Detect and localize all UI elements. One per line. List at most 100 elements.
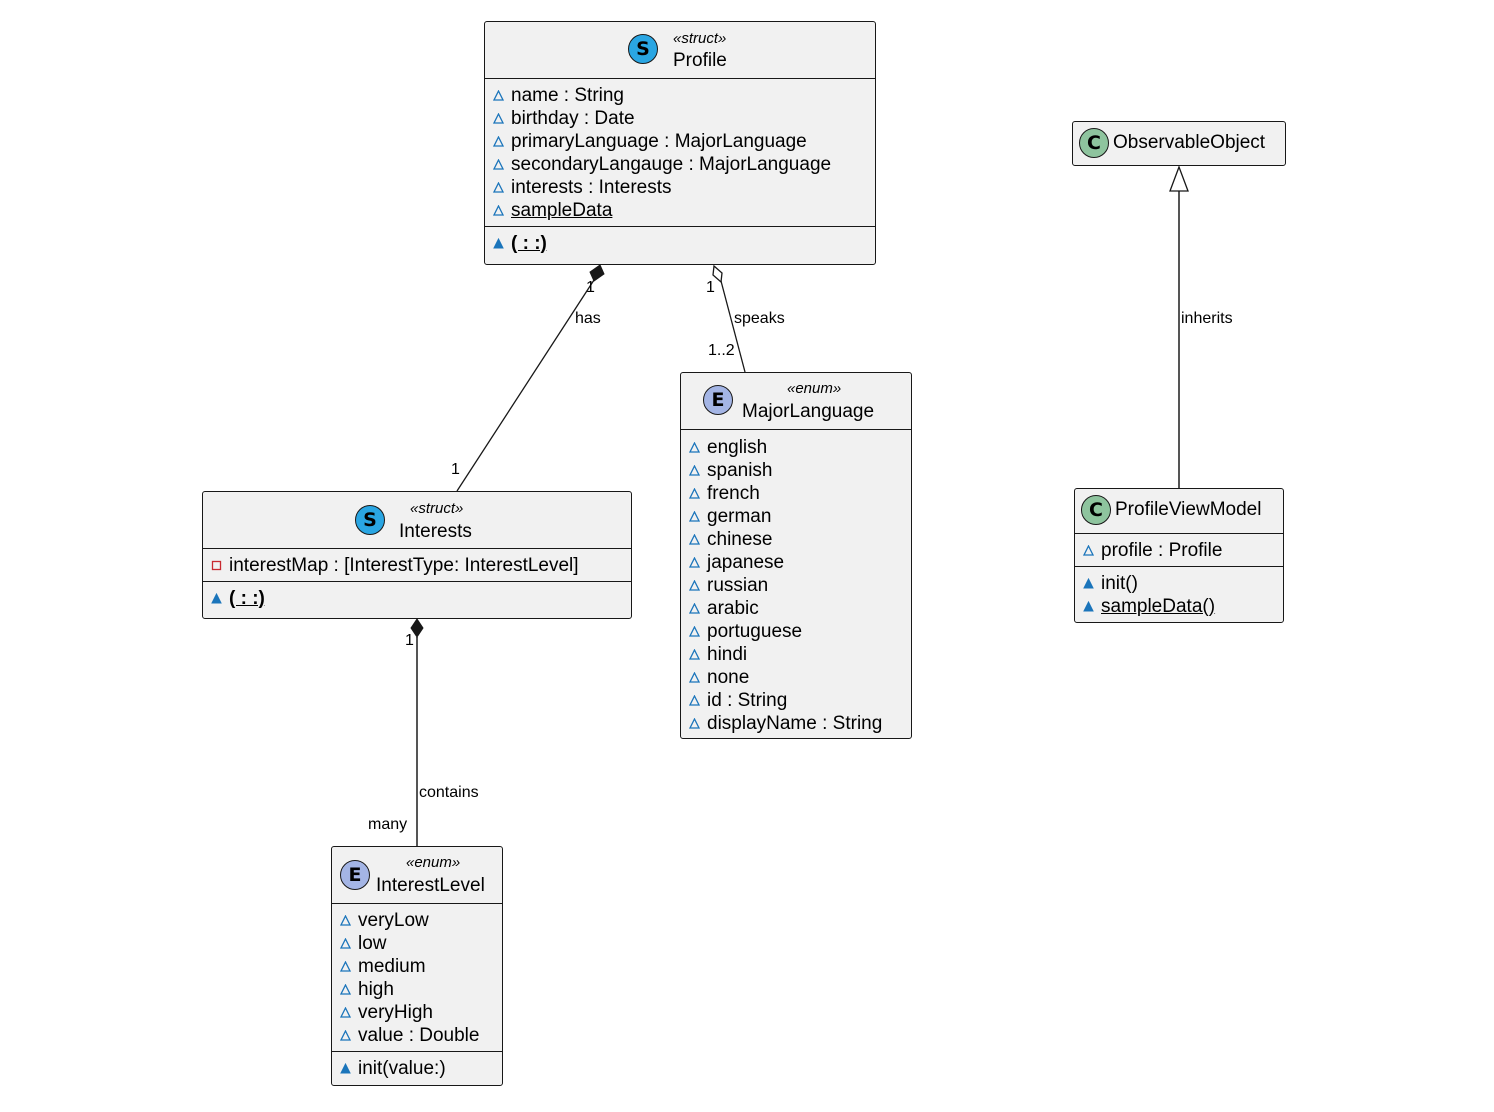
contains-from-multiplicity: 1 <box>405 632 414 649</box>
field-row: sampleData <box>493 199 875 222</box>
interest-level-header: E «enum» InterestLevel <box>332 847 502 904</box>
field-text: profile : Profile <box>1101 539 1223 561</box>
enum-value-text: spanish <box>707 459 773 481</box>
interest-level-stereotype: «enum» <box>406 854 461 871</box>
enum-value-text: german <box>707 505 772 527</box>
enum-value-row: veryLow <box>340 909 502 932</box>
method-text: init() <box>1101 572 1138 594</box>
enum-badge-icon: E <box>703 385 733 415</box>
package-visibility-icon <box>689 718 700 729</box>
inherits-arrowhead <box>1169 165 1189 192</box>
class-badge-icon: C <box>1079 128 1109 158</box>
major-language-stereotype: «enum» <box>787 380 842 397</box>
enum-value-text: arabic <box>707 597 759 619</box>
enum-value-text: portuguese <box>707 620 803 642</box>
interests-header: S «struct» Interests <box>203 492 631 549</box>
field-text: name : String <box>511 84 624 106</box>
method-row: sampleData() <box>1083 595 1283 618</box>
interests-stereotype: «struct» <box>410 500 464 517</box>
profile-stereotype: «struct» <box>673 30 727 47</box>
enum-value-row: none <box>689 666 911 689</box>
package-visibility-icon <box>689 511 700 522</box>
package-visibility-icon <box>493 90 504 101</box>
package-visibility-icon <box>689 465 700 476</box>
class-badge-icon: C <box>1081 495 1111 525</box>
interests-struct-box: S «struct» Interests interestMap : [Inte… <box>202 491 632 619</box>
package-visibility-icon <box>689 534 700 545</box>
profile-fields: name : String birthday : Date primaryLan… <box>485 79 875 226</box>
speaks-from-multiplicity: 1 <box>706 279 715 296</box>
speaks-edge-line <box>720 280 746 373</box>
profile-struct-box: S «struct» Profile name : String birthda… <box>484 21 876 265</box>
contains-label: contains <box>419 784 479 801</box>
package-visibility-icon <box>493 159 504 170</box>
enum-value-row: german <box>689 505 911 528</box>
enum-badge-icon: E <box>340 860 370 890</box>
field-row: interests : Interests <box>493 176 875 199</box>
struct-badge-icon: S <box>628 34 658 64</box>
package-visibility-icon <box>689 488 700 499</box>
field-row: birthday : Date <box>493 107 875 130</box>
inherits-label: inherits <box>1181 310 1233 327</box>
enum-value-row: russian <box>689 574 911 597</box>
package-visibility-icon <box>493 136 504 147</box>
interest-level-name: InterestLevel <box>376 875 485 896</box>
field-row: secondaryLangauge : MajorLanguage <box>493 153 875 176</box>
enum-value-row: portuguese <box>689 620 911 643</box>
static-field-text: sampleData <box>511 199 613 221</box>
field-row: name : String <box>493 84 875 107</box>
major-language-enum-box: E «enum» MajorLanguage english spanish f… <box>680 372 912 739</box>
enum-value-row: chinese <box>689 528 911 551</box>
profile-view-model-fields: profile : Profile <box>1075 534 1283 566</box>
has-edge-line <box>456 279 595 492</box>
package-visibility-icon <box>340 984 351 995</box>
package-method-icon <box>211 593 222 604</box>
package-visibility-icon <box>689 626 700 637</box>
method-text: ( : :) <box>229 587 265 609</box>
enum-value-row: id : String <box>689 689 911 712</box>
field-text: birthday : Date <box>511 107 635 129</box>
package-visibility-icon <box>340 961 351 972</box>
package-visibility-icon <box>689 442 700 453</box>
speaks-label: speaks <box>734 310 785 327</box>
profile-view-model-header: C ProfileViewModel <box>1075 489 1283 534</box>
enum-value-text: low <box>358 932 387 954</box>
package-method-icon <box>1083 601 1094 612</box>
enum-value-row: hindi <box>689 643 911 666</box>
enum-value-row: value : Double <box>340 1024 502 1047</box>
package-visibility-icon <box>340 1030 351 1041</box>
package-visibility-icon <box>689 695 700 706</box>
enum-value-row: medium <box>340 955 502 978</box>
has-composition-diamond <box>589 264 605 282</box>
enum-value-row: low <box>340 932 502 955</box>
enum-value-text: japanese <box>707 551 785 573</box>
package-method-icon <box>493 238 504 249</box>
has-from-multiplicity: 1 <box>586 279 595 296</box>
field-text: interestMap : [InterestType: InterestLev… <box>229 554 579 576</box>
package-visibility-icon <box>689 557 700 568</box>
enum-value-text: chinese <box>707 528 773 550</box>
method-row: init(value:) <box>340 1057 502 1080</box>
interest-level-methods: init(value:) <box>332 1051 502 1084</box>
field-row: interestMap : [InterestType: InterestLev… <box>211 554 631 577</box>
enum-value-row: japanese <box>689 551 911 574</box>
observable-object-name: ObservableObject <box>1113 132 1266 153</box>
enum-value-row: english <box>689 436 911 459</box>
major-language-values: english spanish french german chinese ja… <box>681 430 911 739</box>
package-method-icon <box>1083 578 1094 589</box>
enum-value-text: medium <box>358 955 426 977</box>
enum-value-text: english <box>707 436 768 458</box>
contains-composition-diamond <box>410 618 424 638</box>
interests-name: Interests <box>399 521 472 542</box>
method-row: ( : :) <box>211 587 631 610</box>
package-visibility-icon <box>493 182 504 193</box>
enum-value-text: veryLow <box>358 909 429 931</box>
method-row: ( : :) <box>493 232 875 255</box>
private-visibility-icon <box>211 560 222 571</box>
package-visibility-icon <box>340 915 351 926</box>
observable-object-class-box: C ObservableObject <box>1072 121 1286 166</box>
enum-value-row: displayName : String <box>689 712 911 735</box>
interest-level-values: veryLow low medium high veryHigh value :… <box>332 904 502 1051</box>
